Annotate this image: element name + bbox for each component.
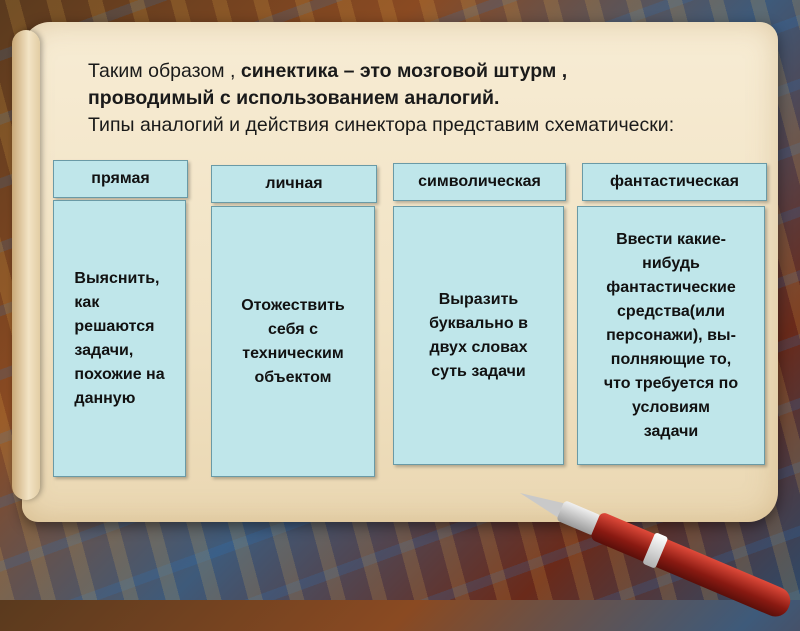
intro-line-3: Типы аналогий и действия синектора предс…: [88, 114, 675, 136]
body-fantastic-text: Ввести какие- нибудь фантастические сред…: [603, 230, 739, 440]
body-fantastic: Ввести какие- нибудь фантастические сред…: [577, 206, 765, 465]
body-direct-text: Выяснить, как решаются задачи, похожие н…: [74, 269, 165, 407]
header-fantastic: фантастическая: [582, 163, 767, 201]
intro-line-2: проводимый с использованием аналогий.: [88, 87, 500, 109]
header-symbolic: символическая: [393, 163, 566, 201]
body-personal-text: Отожествить себя с техническим объектом: [241, 296, 345, 386]
header-personal: личная: [211, 165, 377, 203]
body-direct: Выяснить, как решаются задачи, похожие н…: [53, 200, 186, 477]
body-symbolic: Выразить буквально в двух словах суть за…: [393, 206, 564, 465]
intro-line-1: Таким образом , синектика – это мозговой…: [88, 60, 568, 82]
intro-text: Таким образом , синектика – это мозговой…: [88, 58, 768, 139]
body-personal: Отожествить себя с техническим объектом: [211, 206, 375, 477]
header-direct: прямая: [53, 160, 188, 198]
body-symbolic-text: Выразить буквально в двух словах суть за…: [429, 290, 528, 380]
scroll-curl: [12, 30, 40, 500]
